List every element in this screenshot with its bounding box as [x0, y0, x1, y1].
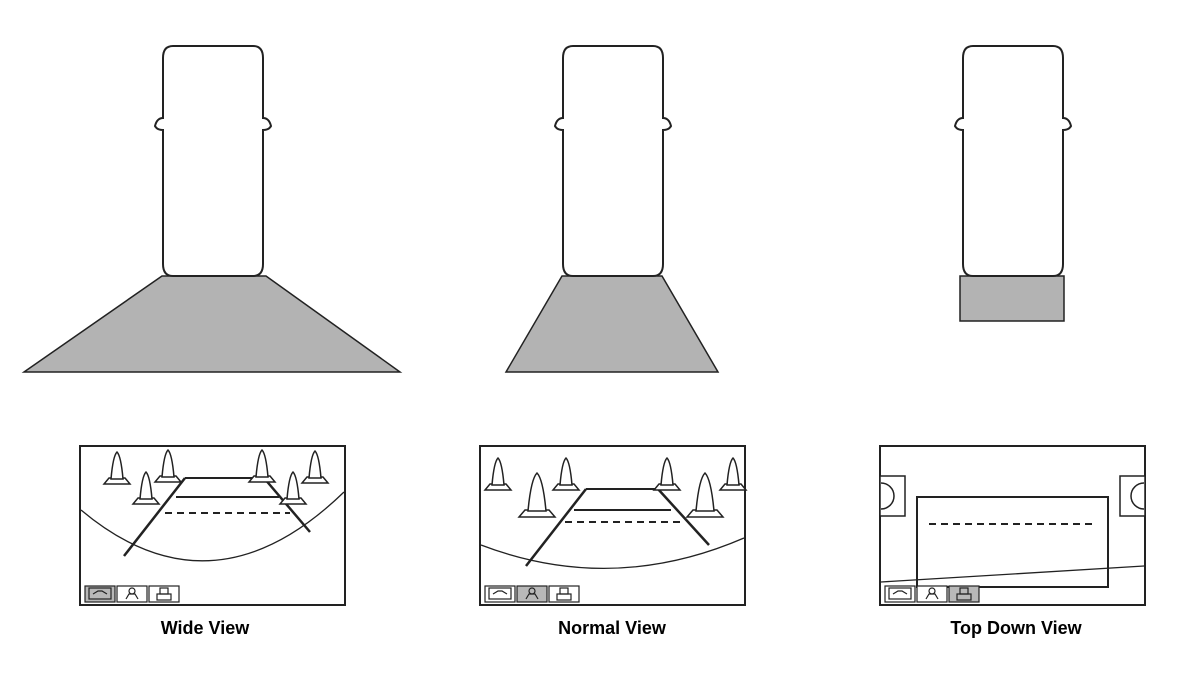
ground-line	[880, 565, 1145, 583]
guide-line-right	[657, 488, 710, 546]
view-mode-buttons	[84, 585, 180, 603]
camera-view-boundary-curve	[80, 491, 345, 562]
wide-view-coverage-diagram	[21, 45, 403, 373]
top-down-view-caption: Top Down View	[950, 618, 1082, 638]
normal-view-button[interactable]	[116, 585, 148, 603]
side-object-right	[1119, 475, 1146, 517]
normal-view-caption: Normal View	[558, 618, 666, 638]
normal-view-coverage-diagram	[504, 45, 720, 373]
normal-view-screen	[479, 445, 747, 606]
parking-space-outline	[916, 496, 1109, 588]
guide-line-left	[123, 477, 186, 557]
guide-line-left	[525, 488, 587, 567]
top-down-view-coverage-area	[959, 275, 1065, 322]
view-mode-buttons	[484, 585, 580, 603]
guide-line-right	[263, 477, 311, 533]
top-down-view-button[interactable]	[548, 585, 580, 603]
camera-view-boundary-curve	[480, 537, 745, 570]
wide-view-caption: Wide View	[160, 618, 250, 638]
car-top-view-icon	[954, 45, 1072, 277]
normal-view-button[interactable]	[916, 585, 948, 603]
wide-view-screen	[79, 445, 346, 606]
wide-view-button[interactable]	[484, 585, 516, 603]
side-object-left	[879, 475, 906, 517]
view-mode-buttons	[884, 585, 980, 603]
top-down-view-coverage-diagram	[954, 45, 1072, 322]
normal-view-coverage-area	[504, 275, 720, 373]
car-top-view-icon	[154, 45, 272, 277]
wide-view-button[interactable]	[84, 585, 116, 603]
top-down-view-button[interactable]	[948, 585, 980, 603]
normal-view-button[interactable]	[516, 585, 548, 603]
wide-view-button[interactable]	[884, 585, 916, 603]
top-down-view-button[interactable]	[148, 585, 180, 603]
top-down-view-screen	[879, 445, 1146, 606]
wide-view-coverage-area	[21, 275, 403, 373]
car-top-view-icon	[554, 45, 672, 277]
